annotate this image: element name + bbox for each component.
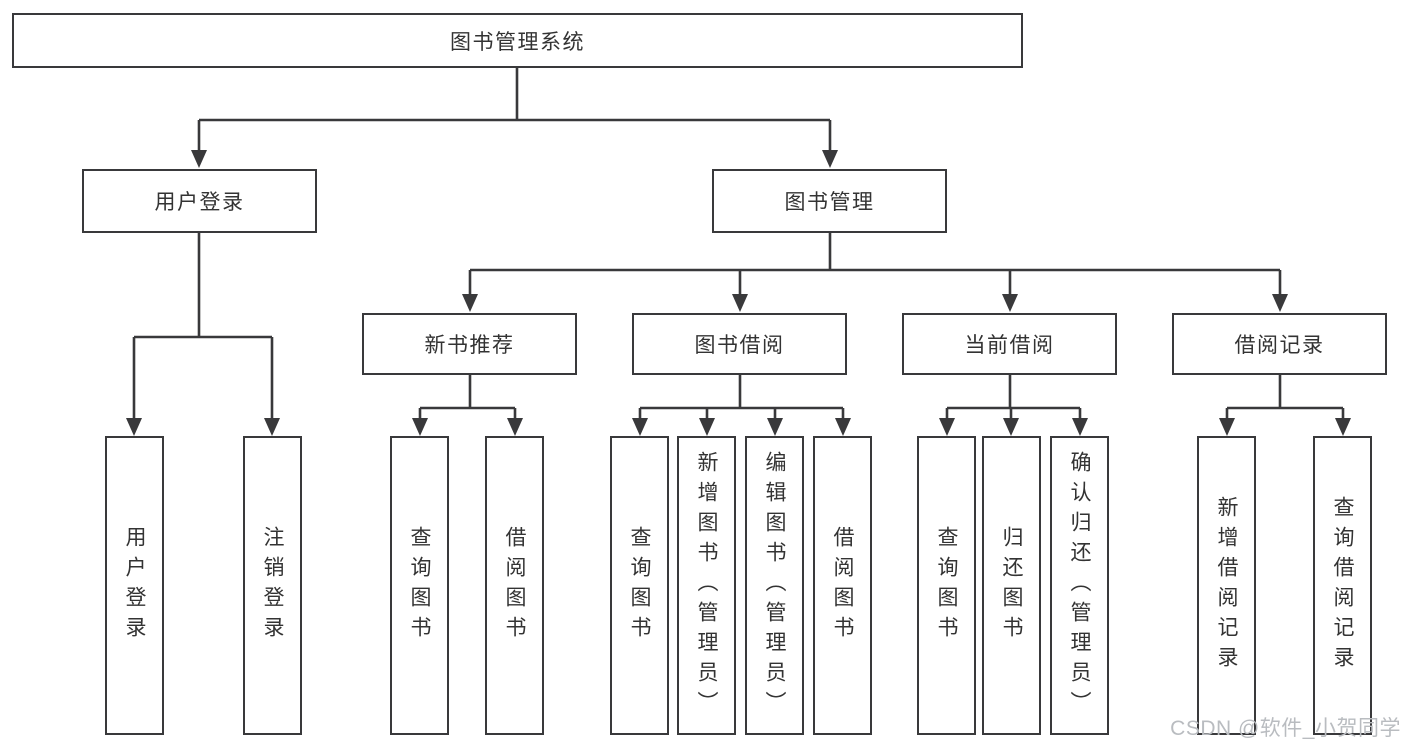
leaf-label: 查询图书 (628, 525, 651, 646)
leaf-user-login: 用户登录 (105, 436, 164, 735)
connector-current-to-leaves (939, 375, 1088, 436)
leaf-records-query-record: 查询借阅记录 (1313, 436, 1372, 735)
connector-user-login-to-leaves (126, 233, 280, 436)
leaf-label: 借阅图书 (503, 525, 526, 646)
leaf-borrowing-borrow-books: 借阅图书 (813, 436, 872, 735)
node-book-borrowing: 图书借阅 (632, 313, 847, 375)
node-book-management-system: 图书管理系统 (12, 13, 1023, 68)
node-book-management: 图书管理 (712, 169, 947, 233)
node-label: 图书管理系统 (450, 30, 585, 54)
connector-borrowing-to-leaves (632, 375, 851, 436)
leaf-label: 借阅图书 (831, 525, 854, 646)
node-borrow-records: 借阅记录 (1172, 313, 1387, 375)
connector-book-management-to-level3 (462, 233, 1288, 312)
leaf-label: 用户登录 (123, 525, 146, 646)
node-new-book-recommend: 新书推荐 (362, 313, 577, 375)
leaf-current-confirm-return-admin: 确认归还（管理员） (1050, 436, 1109, 735)
connector-root-to-level2 (191, 68, 838, 168)
leaf-current-return-books: 归还图书 (982, 436, 1041, 735)
node-label: 借阅记录 (1234, 334, 1325, 357)
leaf-label: 查询图书 (408, 525, 431, 646)
csdn-watermark: CSDN @软件_小贺同学 (1170, 717, 1401, 740)
leaf-borrowing-query-books: 查询图书 (610, 436, 669, 735)
leaf-label: 确认归还（管理员） (1068, 450, 1091, 721)
leaf-label: 查询图书 (935, 525, 958, 646)
leaf-recommend-query-books: 查询图书 (390, 436, 449, 735)
node-current-borrowing: 当前借阅 (902, 313, 1117, 375)
node-user-login: 用户登录 (82, 169, 317, 233)
leaf-borrowing-add-books-admin: 新增图书（管理员） (677, 436, 736, 735)
leaf-label: 新增借阅记录 (1215, 495, 1238, 676)
connector-records-to-leaves (1219, 375, 1351, 436)
connector-recommend-to-leaves (412, 375, 523, 436)
leaf-borrowing-edit-books-admin: 编辑图书（管理员） (745, 436, 804, 735)
leaf-current-query-books: 查询图书 (917, 436, 976, 735)
node-label: 当前借阅 (964, 334, 1055, 357)
leaf-label: 注销登录 (261, 525, 284, 646)
node-label: 图书管理 (784, 191, 875, 214)
node-label: 用户登录 (154, 191, 245, 214)
leaf-label: 编辑图书（管理员） (763, 450, 786, 721)
node-label: 图书借阅 (694, 334, 785, 357)
leaf-recommend-borrow-books: 借阅图书 (485, 436, 544, 735)
node-label: 新书推荐 (424, 334, 515, 357)
leaf-logout: 注销登录 (243, 436, 302, 735)
leaf-records-add-record: 新增借阅记录 (1197, 436, 1256, 735)
leaf-label: 归还图书 (1000, 525, 1023, 646)
leaf-label: 查询借阅记录 (1331, 495, 1354, 676)
leaf-label: 新增图书（管理员） (695, 450, 718, 721)
